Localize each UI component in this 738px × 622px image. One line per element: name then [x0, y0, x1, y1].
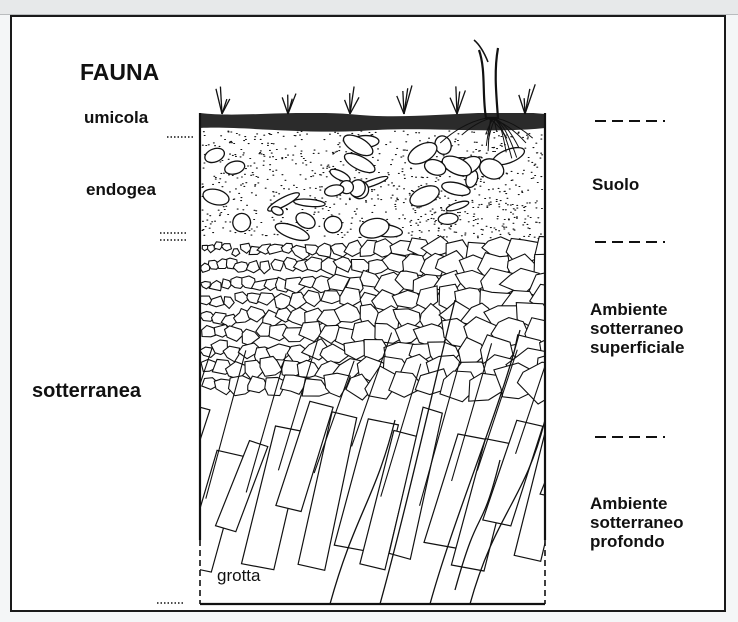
fauna-heading: FAUNA: [80, 60, 159, 86]
slab-joint: [555, 351, 595, 492]
rubble-fragments: [199, 236, 583, 404]
rubble-fragment: [271, 259, 284, 271]
zone-suolo-label: Suolo: [592, 175, 639, 194]
zone-line: sotterraneo: [590, 513, 684, 532]
fauna-grotta-label: grotta: [217, 566, 260, 585]
plant-stem: [282, 97, 288, 114]
zone-line: superficiale: [590, 338, 685, 357]
plant-stem: [456, 86, 457, 114]
fauna-endogea-label: endogea: [86, 180, 156, 199]
fauna-umicola-label: umicola: [84, 108, 148, 127]
fauna-sotterranea-label: sotterranea: [32, 380, 141, 402]
bedrock-slab: [540, 410, 600, 500]
zone-boundary-markers: [595, 121, 665, 437]
plant-stem: [525, 84, 535, 114]
zone-deep-subterranean-label: Ambiente sotterraneo profondo: [590, 494, 684, 551]
zone-line: sotterraneo: [590, 319, 685, 338]
zone-line: profondo: [590, 532, 684, 551]
rubble-fragment: [214, 242, 222, 250]
plant-stem: [345, 100, 350, 114]
zone-superficial-subterranean-label: Ambiente sotterraneo superficiale: [590, 300, 685, 357]
tree-trunk: [479, 48, 498, 118]
surface-plants: [216, 84, 535, 114]
zone-line: Ambiente: [590, 300, 685, 319]
fauna-boundary-markers: [157, 137, 195, 603]
zone-line: Ambiente: [590, 494, 684, 513]
plant-stem: [288, 94, 296, 114]
